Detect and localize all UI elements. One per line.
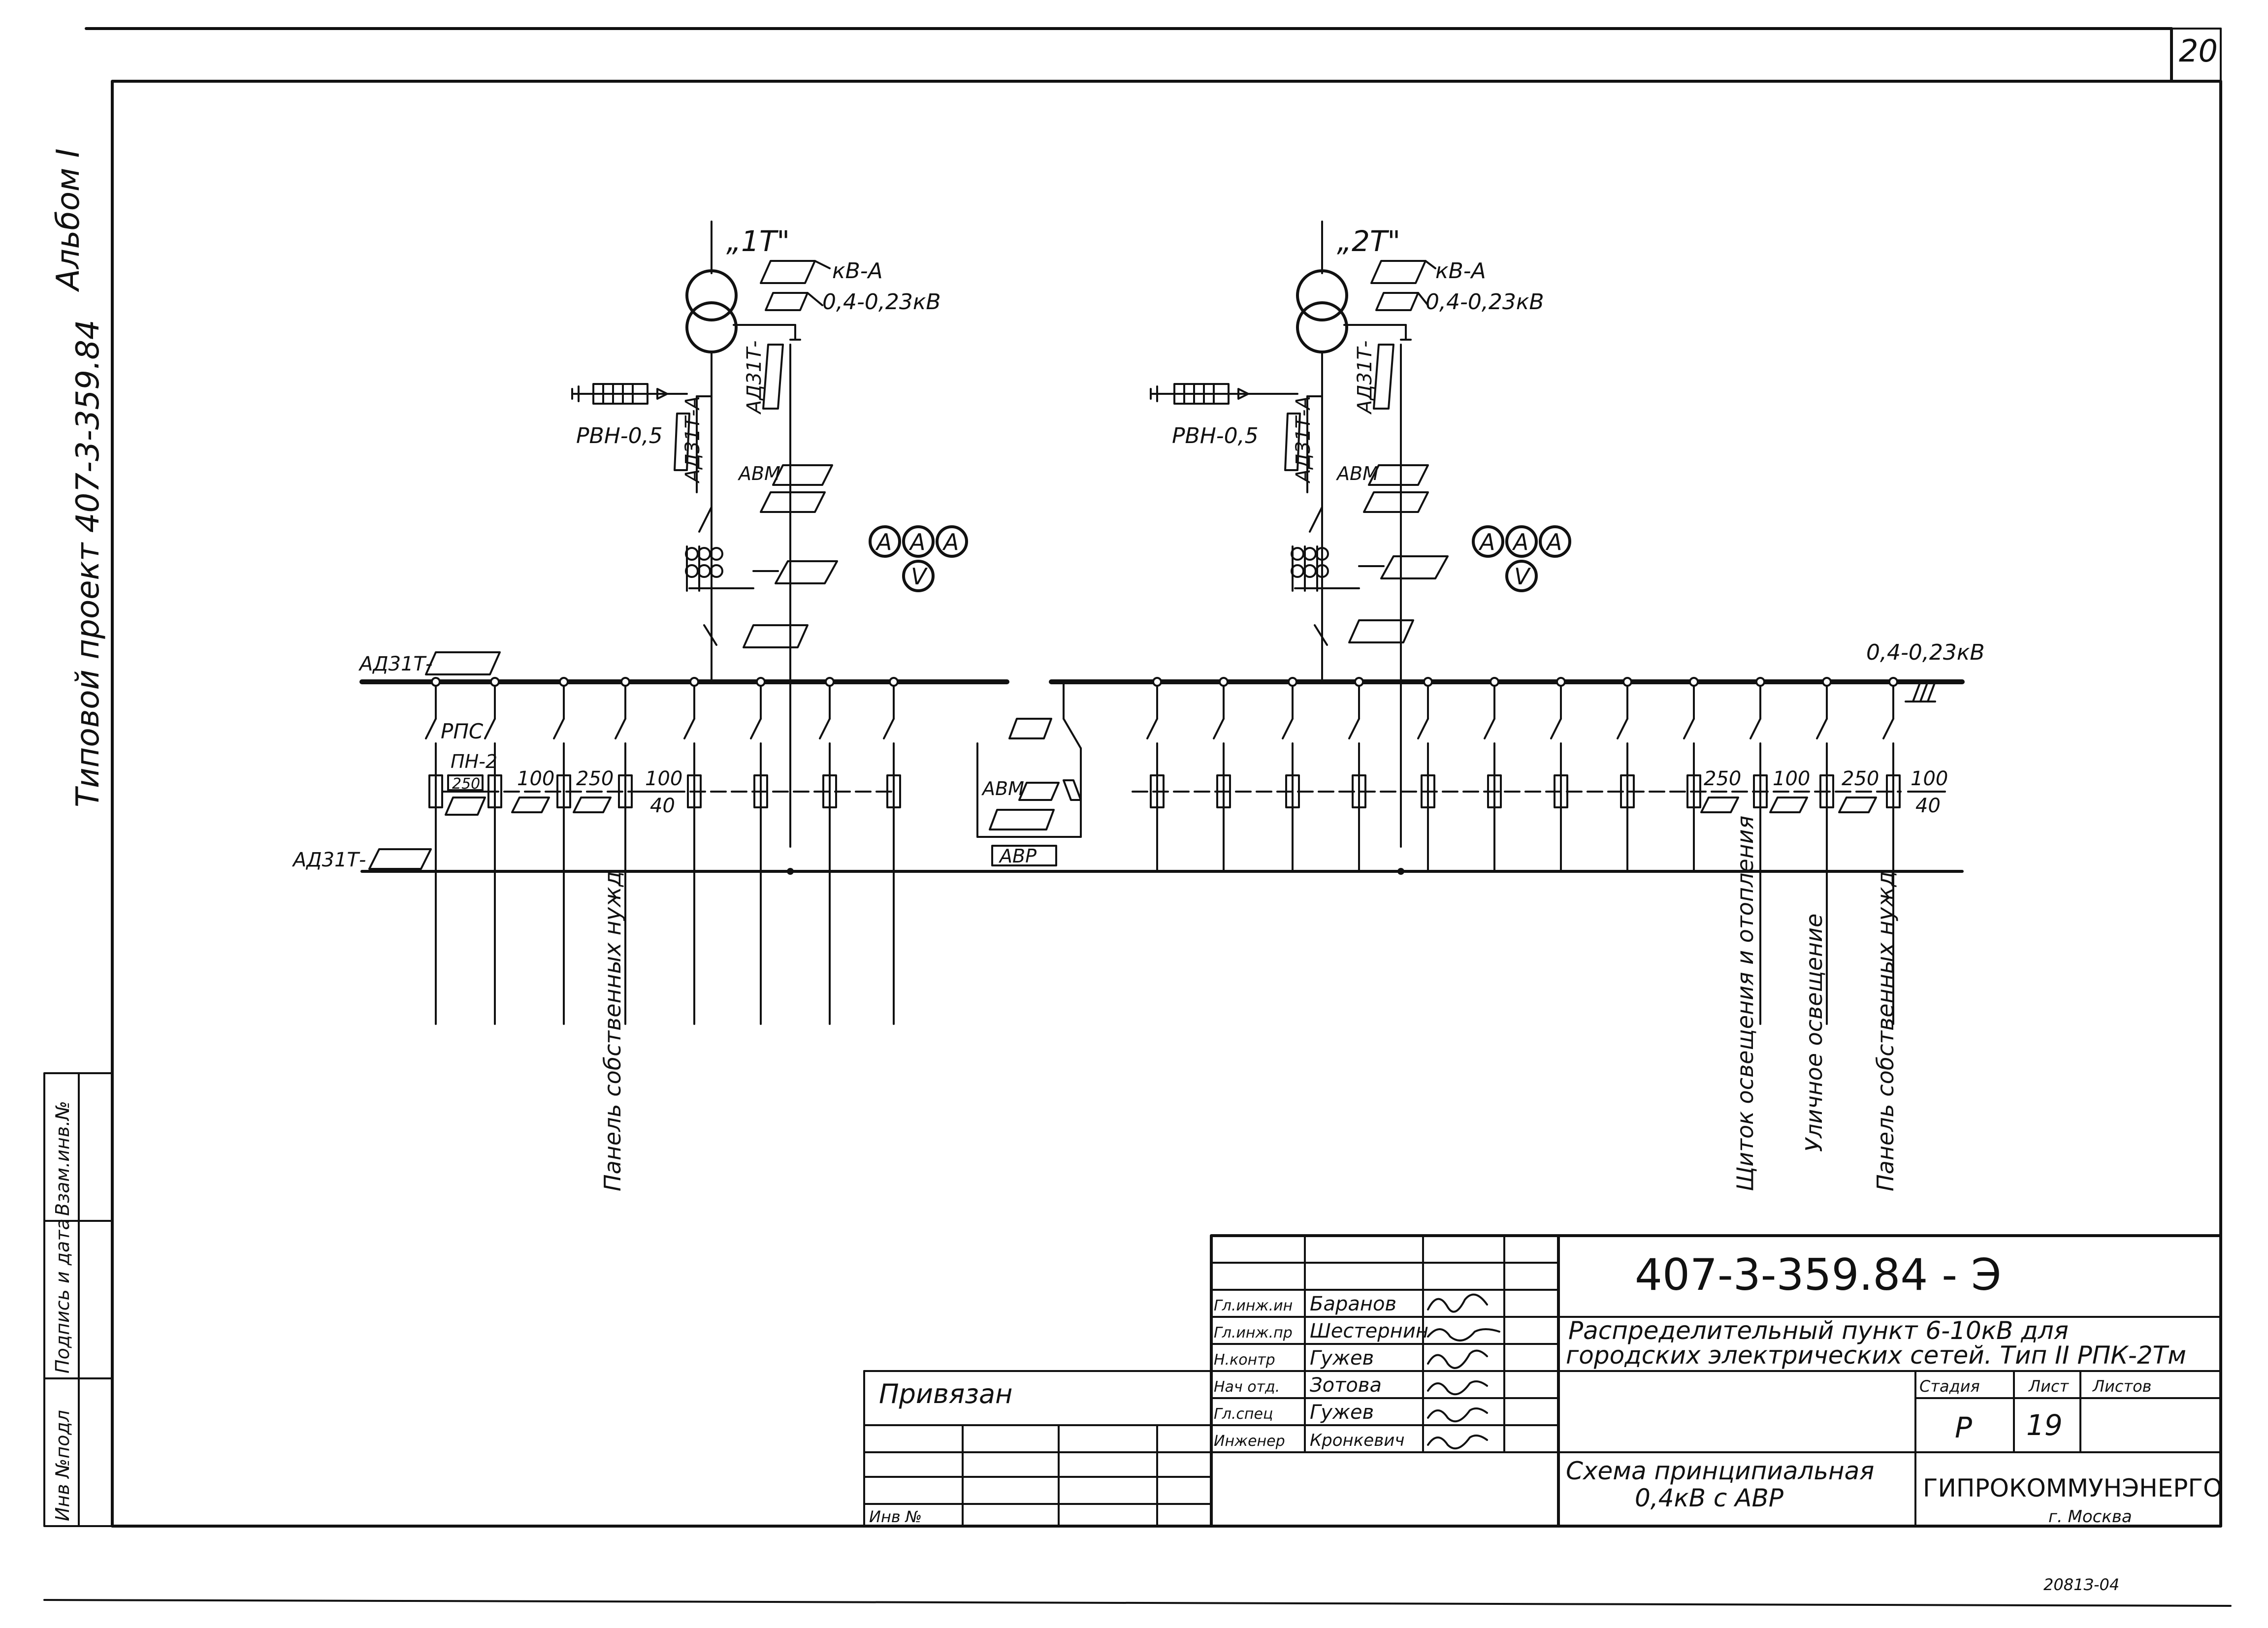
sheet-title-line-2: 0,4кВ с АВР [1635, 1484, 1784, 1512]
transformer-2-section: „2T" кВ-А 0,4-0,23кВ АД31Т-А АД31Т- РВН-… [1150, 221, 1571, 848]
ammeter-2b: A [1512, 529, 1528, 555]
avr-breaker-label: АВМ [981, 778, 1024, 799]
transformer-1-power: кВ-А [832, 258, 883, 284]
feeders-left: РПС ПН-2 250 100 250 100 40 [425, 677, 901, 1025]
fuse-rating-label: 250 [452, 775, 480, 793]
name-6: Кронкевич [1310, 1431, 1404, 1450]
voltmeter-2: V [1514, 563, 1531, 590]
name-4: Зотова [1310, 1374, 1382, 1397]
transformer-1-section: „1T" кВ-А 0,4-0,23кВ АД31Т-А АД31Т- РВН-… [571, 221, 968, 848]
bus-cable-top: АД31Т- [358, 653, 432, 675]
rps-label: РПС [441, 719, 484, 743]
description-line-1: Распределительный пункт 6-10кВ для [1568, 1316, 2069, 1345]
fuse-1-label: 100 [517, 767, 554, 790]
sheet-value: 19 [2026, 1408, 2063, 1442]
transformer-1-breaker: АВМ [737, 463, 780, 484]
transformer-1-cable-b: АД31Т-А [681, 396, 704, 484]
stamp-col-1: Инв №подл [52, 1410, 73, 1521]
name-2: Шестернин [1310, 1320, 1428, 1342]
role-3: Н.контр [1214, 1351, 1275, 1369]
doc-code: 407-3-359.84 - Э [1635, 1249, 2002, 1300]
stamp-col-2: Подпись и дата [52, 1218, 73, 1373]
transformer-2-power: кВ-А [1435, 258, 1486, 284]
feeder-label-4: Панель собственных нужд [1872, 871, 1899, 1191]
stamp-col-3: Взам.инв.№ [52, 1101, 73, 1216]
left-stamp: Инв №подл Подпись и дата Взам.инв.№ [43, 1072, 113, 1527]
transformer-2-label: „2T" [1337, 224, 1400, 258]
signatures [1427, 1293, 1500, 1450]
transformer-2-cable-a: АД31Т- [1354, 341, 1376, 415]
org-city: г. Москва [2048, 1507, 2132, 1527]
sheet-header: Лист [2028, 1377, 2069, 1396]
bound-label: Привязан [879, 1378, 1012, 1409]
name-5: Гужев [1310, 1401, 1374, 1424]
fuse-r4-bottom: 40 [1915, 795, 1941, 817]
voltmeter-1: V [911, 563, 928, 590]
transformer-1-voltage: 0,4-0,23кВ [822, 289, 941, 315]
ammeter-2c: A [1545, 529, 1562, 555]
avr-unit: АВМ АВР [976, 681, 1082, 867]
title-block: Привязан Инв № Гл.инж.ин Баранов Гл.инж.… [863, 1234, 2222, 1528]
fuse-3-bottom: 40 [650, 795, 675, 817]
role-6: Инженер [1214, 1433, 1285, 1450]
arrester-1-label: РВН-0,5 [576, 423, 663, 448]
bus-cable-bottom: АД31Т- [292, 849, 366, 871]
sheet-title-line-1: Схема принципиальная [1566, 1457, 1874, 1485]
sheet-number: 20 [2179, 33, 2218, 69]
fuse-r1-label: 250 [1704, 767, 1741, 790]
transformer-1-winding-bottom [685, 301, 738, 353]
fuse-3-top: 100 [645, 767, 682, 790]
sheets-header: Листов [2092, 1377, 2152, 1396]
feeders-right: 250 100 250 100 40 [1132, 677, 1948, 1025]
ammeter-1b: A [908, 529, 925, 555]
ammeter-1a: A [875, 529, 892, 555]
transformer-2-voltage: 0,4-0,23кВ [1426, 289, 1544, 315]
transformer-2-cable-b: АД31Т-А [1292, 396, 1315, 484]
description-line-2: городских электрических сетей. Тип II РП… [1566, 1341, 2186, 1370]
transformer-1-winding-top [685, 269, 738, 321]
avr-label: АВР [998, 845, 1037, 867]
feeder-label-3: Уличное освещение [1801, 914, 1827, 1152]
stage-header: Стадия [1919, 1377, 1980, 1396]
side-album-title: Альбом I [50, 148, 87, 292]
arrester-2-label: РВН-0,5 [1172, 423, 1259, 448]
inv-label: Инв № [869, 1507, 922, 1526]
transformer-2-breaker: АВМ [1335, 463, 1379, 484]
transformer-2-winding-top [1296, 269, 1348, 321]
transformer-2-winding-bottom [1296, 301, 1348, 353]
fuse-r2-label: 100 [1773, 767, 1810, 790]
feeder-label-2: Щиток освещения и отопления [1732, 816, 1758, 1191]
role-1: Гл.инж.ин [1214, 1297, 1293, 1314]
name-3: Гужев [1310, 1347, 1374, 1370]
bus-voltage: 0,4-0,23кВ [1866, 640, 1985, 665]
role-4: Нач отд. [1214, 1378, 1280, 1396]
ammeter-1c: A [942, 529, 959, 555]
arrester-1 [592, 383, 648, 405]
name-1: Баранов [1310, 1293, 1396, 1315]
fuse-r3-label: 250 [1842, 767, 1879, 790]
fuse-r4-top: 100 [1911, 767, 1948, 790]
main-bus: АД31Т- 0,4-0,23кВ АД31Т- [292, 640, 1985, 873]
role-2: Гл.инж.пр [1214, 1324, 1293, 1341]
role-5: Гл.спец [1214, 1405, 1273, 1423]
transformer-1-cable-a: АД31Т- [743, 341, 766, 415]
stage-value: Р [1955, 1411, 1972, 1444]
org-name: ГИПРОКОММУНЭНЕРГО [1923, 1474, 2222, 1502]
transformer-1-label: „1T" [726, 224, 790, 258]
feeder-label-1: Панель собственных нужд [599, 871, 626, 1191]
fuse-type-label: ПН-2 [451, 751, 497, 772]
arrester-2 [1173, 383, 1230, 405]
fuse-2-label: 250 [576, 767, 614, 790]
bottom-stamp: 2081З-04 [2043, 1575, 2119, 1594]
side-project-title: Типовой проект 407-3-359.84 [70, 319, 106, 807]
ammeter-2a: A [1478, 529, 1495, 555]
